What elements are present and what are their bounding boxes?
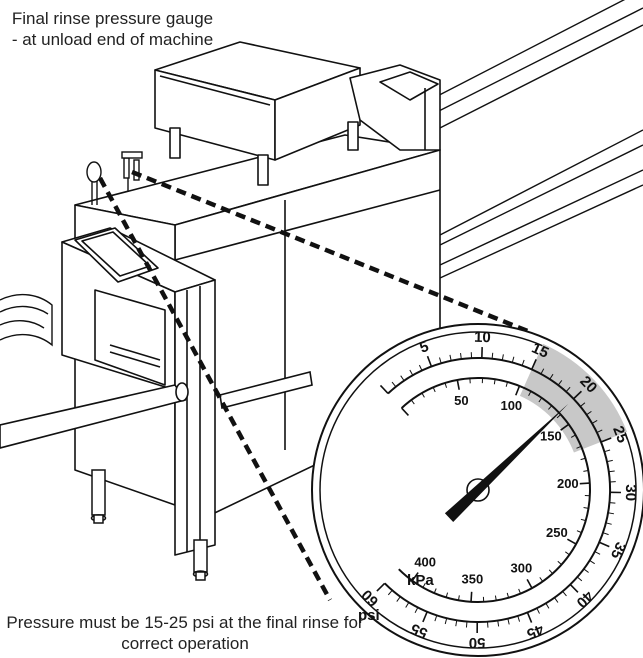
psi-tick (598, 541, 610, 548)
kpa-tick-label: 250 (546, 525, 568, 540)
psi-tick (569, 583, 579, 593)
psi-tick (572, 390, 582, 400)
load-duct (0, 293, 53, 347)
psi-tick (526, 612, 533, 623)
kpa-tick-label: 400 (414, 554, 436, 569)
kpa-tick (579, 482, 590, 485)
conveyor-rails (289, 0, 643, 383)
kpa-tick (566, 538, 577, 545)
psi-tick (379, 384, 389, 395)
psi-tick-label: 45 (524, 620, 546, 642)
kpa-tick (515, 385, 521, 396)
psi-tick (405, 602, 410, 608)
psi-tick-label: 35 (607, 539, 629, 561)
psi-tick (439, 357, 442, 364)
kpa-tick (456, 379, 460, 390)
pressure-requirement-caption: Pressure must be 15-25 psi at the final … (6, 613, 364, 653)
kpa-tick (470, 591, 473, 602)
gauge-mount (86, 151, 143, 205)
psi-tick (465, 621, 468, 628)
psi-tick (414, 607, 419, 614)
kpa-tick-label: 200 (557, 476, 579, 491)
kpa-tick (411, 572, 419, 582)
psi-tick (396, 596, 401, 602)
kpa-tick-label: 150 (540, 429, 562, 444)
psi-tick-label: 25 (609, 424, 631, 446)
psi-tick-label: 15 (529, 339, 551, 361)
machine-legs (90, 469, 209, 581)
psi-tick (422, 611, 428, 623)
psi-tick-label: 55 (408, 620, 430, 642)
kpa-scale-arc (398, 377, 591, 603)
psi-unit-label: psi (358, 607, 380, 624)
kpa-tick (560, 423, 570, 431)
psi-tick-label: 10 (474, 329, 491, 346)
gauge-needle (444, 403, 569, 522)
psi-tick (600, 437, 612, 443)
kpa-tick-label: 300 (511, 560, 533, 575)
kpa-scale-labels: 50 100 150 200 250 300 350 400 (414, 393, 578, 586)
kpa-unit-label: kPa (407, 572, 434, 589)
psi-tick (409, 369, 414, 376)
psi-tick (530, 359, 537, 370)
gauge-location-caption: Final rinse pressure gauge - at unload e… (11, 9, 214, 49)
kpa-tick (401, 407, 410, 416)
front-frame (61, 227, 216, 556)
kpa-tick (526, 579, 533, 589)
psi-tick (434, 615, 438, 622)
kpa-tick-label: 100 (500, 398, 522, 413)
psi-tick (376, 582, 386, 592)
psi-tick (418, 364, 423, 371)
needle-hub (466, 478, 490, 502)
kpa-tick-label: 50 (454, 393, 468, 408)
psi-tick (387, 589, 393, 596)
callout-lines (98, 169, 531, 602)
psi-tick-label: 50 (469, 634, 486, 651)
psi-tick (400, 375, 405, 381)
psi-scale-arc (383, 357, 612, 623)
vent-hood (154, 41, 441, 186)
kpa-tick-label: 350 (462, 571, 484, 586)
psi-tick (391, 381, 397, 388)
psi-tick-label: 30 (622, 484, 639, 501)
psi-tick (426, 355, 433, 367)
